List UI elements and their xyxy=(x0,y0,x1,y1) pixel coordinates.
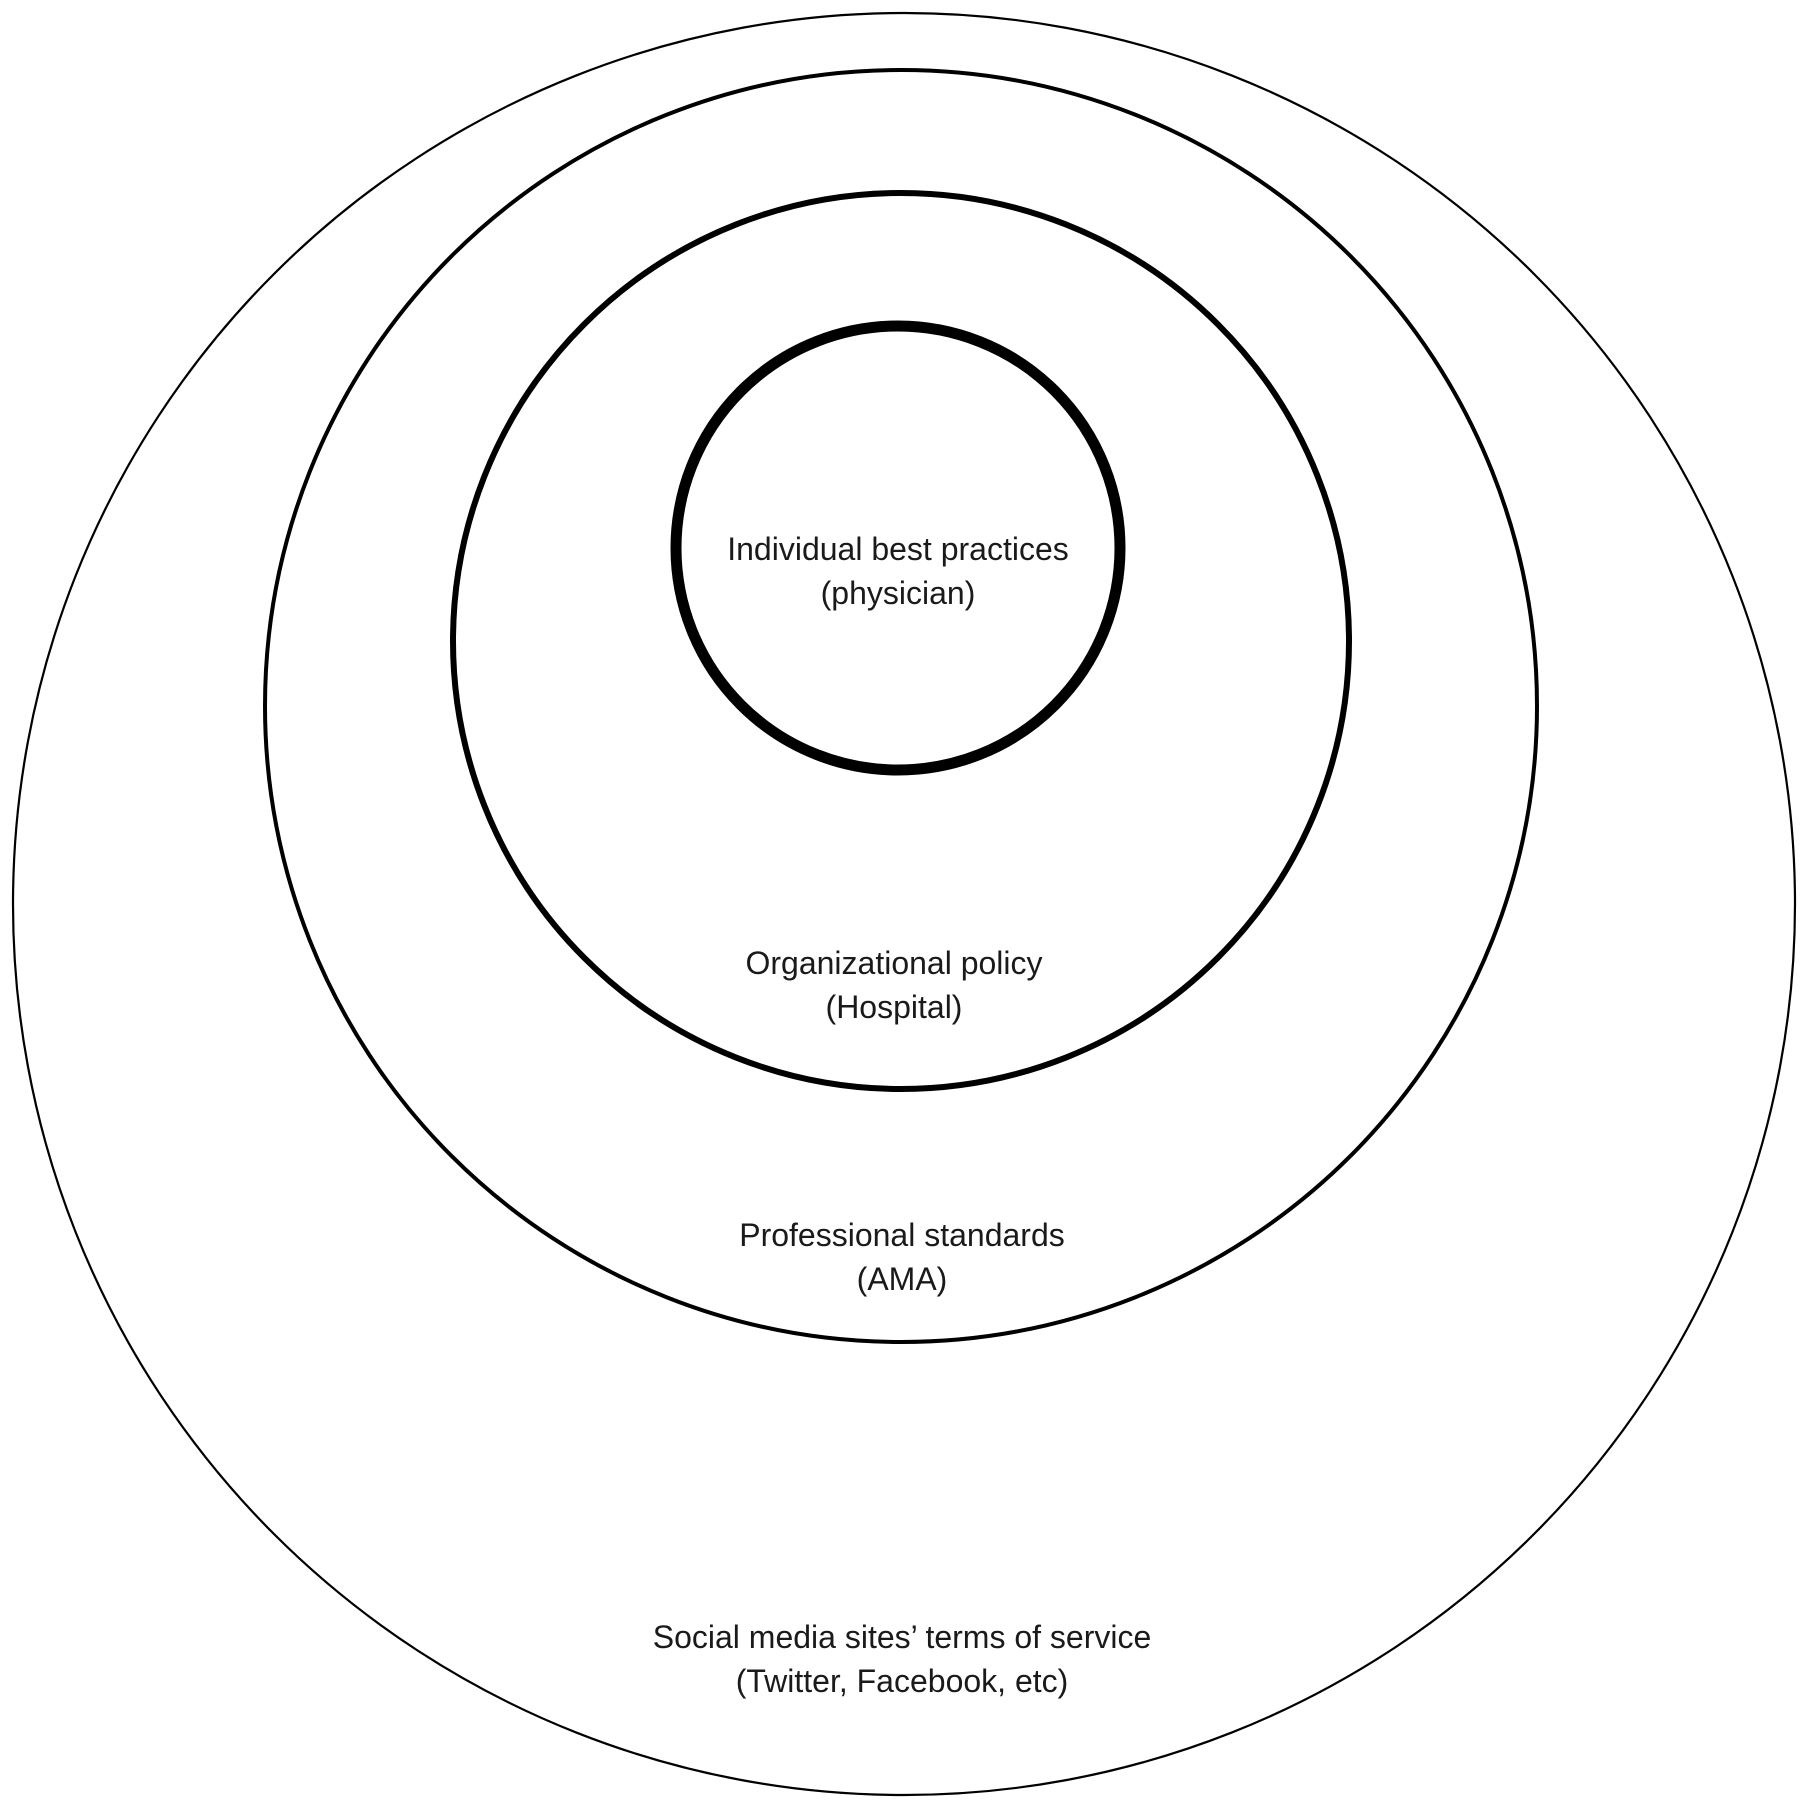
ring-individual-title: Individual best practices xyxy=(727,531,1069,567)
ring-individual-subtitle: (physician) xyxy=(821,575,976,611)
ring-social-media: Social media sites’ terms of service (Tw… xyxy=(11,11,1797,1797)
ring-professional: Professional standards (AMA) xyxy=(263,68,1539,1344)
ring-social-media-title: Social media sites’ terms of service xyxy=(653,1619,1152,1655)
ring-social-media-subtitle: (Twitter, Facebook, etc) xyxy=(736,1663,1069,1699)
ring-professional-outline xyxy=(263,68,1539,1344)
ring-individual-outline xyxy=(670,320,1126,776)
ring-organizational: Organizational policy (Hospital) xyxy=(450,190,1352,1092)
ring-professional-title: Professional standards xyxy=(739,1217,1065,1253)
ring-organizational-title: Organizational policy xyxy=(745,945,1042,981)
ring-professional-subtitle: (AMA) xyxy=(857,1261,948,1297)
ring-individual: Individual best practices (physician) xyxy=(670,320,1126,776)
ring-organizational-outline xyxy=(450,190,1352,1092)
ring-organizational-subtitle: (Hospital) xyxy=(826,989,963,1025)
ring-social-media-outline xyxy=(11,11,1797,1797)
